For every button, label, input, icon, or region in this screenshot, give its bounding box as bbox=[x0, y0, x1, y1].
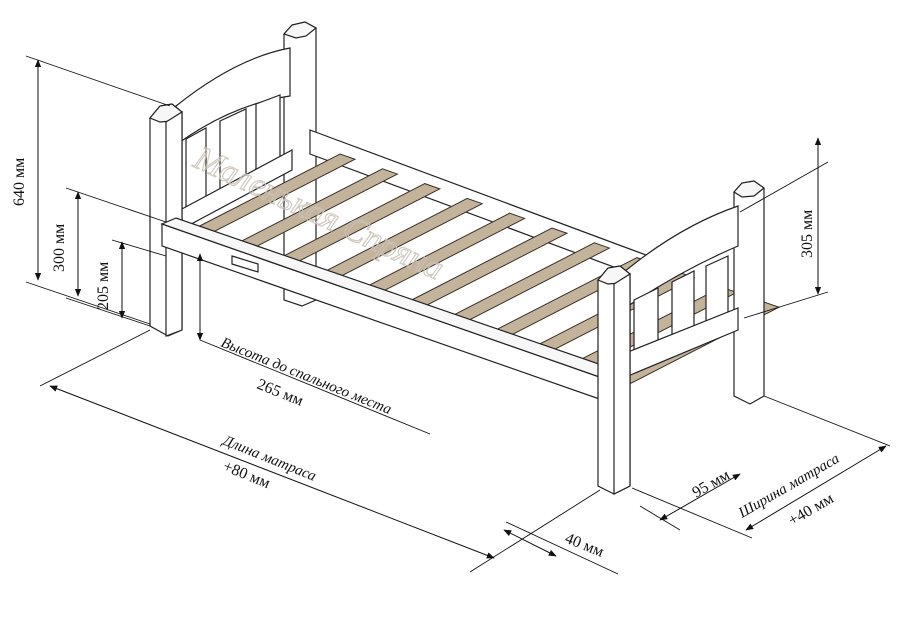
label-640: 640 мм bbox=[11, 158, 28, 206]
label-40: 40 мм bbox=[563, 530, 607, 561]
label-width-title: Ширина матраса bbox=[735, 451, 842, 522]
footboard bbox=[597, 180, 766, 495]
label-205: 205 мм bbox=[95, 262, 112, 310]
dimension-lines bbox=[25, 55, 891, 575]
label-305: 305 мм bbox=[799, 210, 816, 258]
label-300: 300 мм bbox=[51, 224, 68, 272]
label-width-value: +40 мм bbox=[786, 490, 837, 529]
label-95: 95 мм bbox=[690, 467, 733, 502]
label-sleep-height-title: Высота до спального места bbox=[219, 335, 394, 418]
